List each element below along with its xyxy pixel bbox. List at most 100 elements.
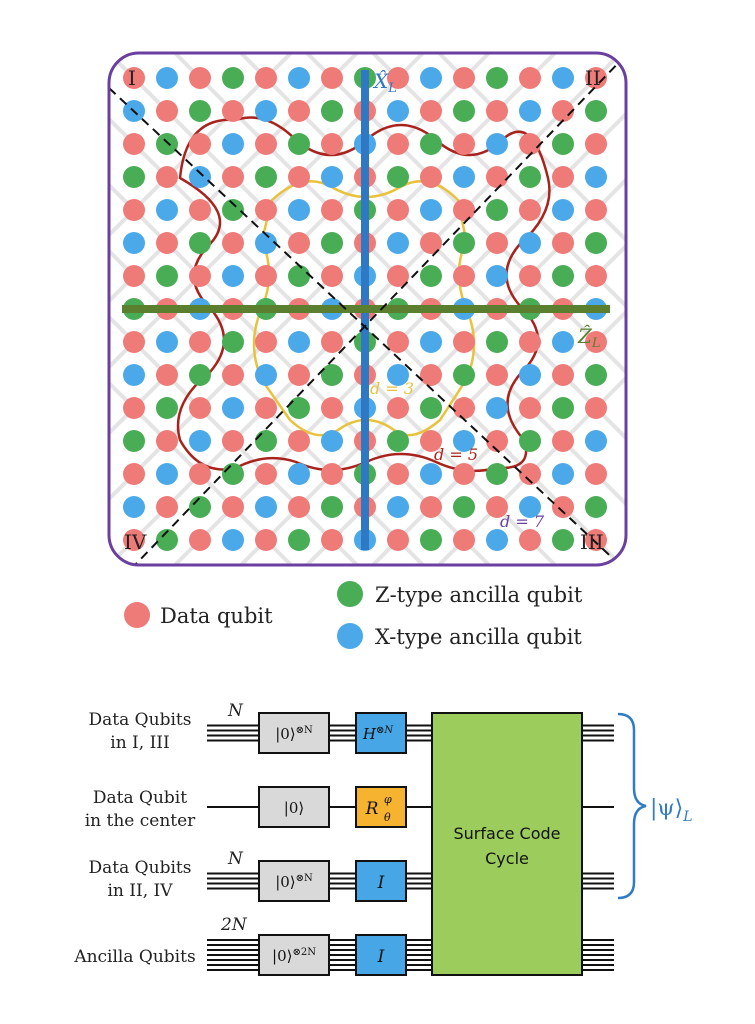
z-ancilla-qubit bbox=[519, 430, 541, 452]
data-qubit bbox=[552, 100, 574, 122]
data-qubit bbox=[420, 430, 442, 452]
row4-init-label: |0⟩⊗2N bbox=[272, 947, 316, 965]
z-ancilla-qubit bbox=[486, 463, 508, 485]
data-qubit bbox=[189, 67, 211, 89]
data-qubit bbox=[585, 199, 607, 221]
z-ancilla-qubit bbox=[156, 529, 178, 551]
data-qubit bbox=[255, 67, 277, 89]
data-qubit bbox=[156, 232, 178, 254]
x-ancilla-qubit bbox=[321, 430, 343, 452]
data-qubit bbox=[123, 529, 145, 551]
x-ancilla-qubit bbox=[387, 496, 409, 518]
z-ancilla-qubit bbox=[288, 133, 310, 155]
data-qubit bbox=[420, 364, 442, 386]
legend-data-label: Data qubit bbox=[160, 604, 273, 628]
x-ancilla-qubit bbox=[156, 199, 178, 221]
z-ancilla-qubit bbox=[420, 397, 442, 419]
z-ancilla-qubit bbox=[288, 397, 310, 419]
data-qubit bbox=[321, 331, 343, 353]
x-ancilla-qubit bbox=[189, 430, 211, 452]
z-ancilla-qubit bbox=[420, 529, 442, 551]
x-ancilla-qubit bbox=[585, 166, 607, 188]
data-qubit bbox=[156, 496, 178, 518]
x-ancilla-qubit bbox=[420, 463, 442, 485]
data-qubit bbox=[519, 67, 541, 89]
data-qubit bbox=[552, 496, 574, 518]
data-qubit bbox=[486, 430, 508, 452]
data-qubit bbox=[189, 331, 211, 353]
z-ancilla-qubit bbox=[552, 265, 574, 287]
z-ancilla-qubit bbox=[387, 430, 409, 452]
z-ancilla-qubit bbox=[321, 364, 343, 386]
z-ancilla-qubit bbox=[486, 199, 508, 221]
z-ancilla-qubit bbox=[255, 430, 277, 452]
z-ancilla-qubit bbox=[519, 166, 541, 188]
data-qubit bbox=[519, 265, 541, 287]
data-qubit bbox=[387, 397, 409, 419]
z-ancilla-qubit bbox=[453, 232, 475, 254]
x-ancilla-qubit bbox=[387, 232, 409, 254]
row3-identity-gate bbox=[355, 860, 407, 902]
row4-gate-label: I bbox=[377, 947, 385, 967]
x-ancilla-qubit bbox=[222, 397, 244, 419]
data-qubit bbox=[288, 100, 310, 122]
z-ancilla-qubit bbox=[585, 232, 607, 254]
data-qubit bbox=[255, 199, 277, 221]
z-ancilla-qubit bbox=[156, 397, 178, 419]
z-ancilla-qubit bbox=[453, 100, 475, 122]
x-ancilla-qubit bbox=[255, 364, 277, 386]
data-qubit bbox=[585, 397, 607, 419]
data-qubit bbox=[420, 166, 442, 188]
z-ancilla-qubit bbox=[288, 265, 310, 287]
data-qubit bbox=[288, 364, 310, 386]
cycle-label-line1: Surface Code bbox=[454, 824, 561, 843]
x-ancilla-qubit bbox=[552, 199, 574, 221]
x-ancilla-qubit bbox=[420, 67, 442, 89]
lattice-frame bbox=[107, 51, 628, 567]
data-qubit bbox=[123, 331, 145, 353]
data-qubit bbox=[519, 331, 541, 353]
x-ancilla-qubit bbox=[420, 199, 442, 221]
row2-label-line2: in the center bbox=[85, 811, 196, 831]
data-qubit bbox=[552, 430, 574, 452]
data-qubit bbox=[123, 67, 145, 89]
data-qubit bbox=[321, 199, 343, 221]
distance-5-label: d = 5 bbox=[434, 445, 478, 464]
z-ancilla-qubit bbox=[222, 331, 244, 353]
data-qubit bbox=[321, 463, 343, 485]
row4-init-box bbox=[258, 934, 330, 976]
x-ancilla-qubit bbox=[288, 67, 310, 89]
x-ancilla-qubit bbox=[321, 166, 343, 188]
data-qubit bbox=[519, 463, 541, 485]
data-qubit bbox=[486, 364, 508, 386]
data-qubit bbox=[288, 430, 310, 452]
row4-identity-gate bbox=[355, 934, 407, 976]
z-ancilla-qubit bbox=[222, 67, 244, 89]
x-ancilla-qubit bbox=[288, 199, 310, 221]
z-ancilla-qubit bbox=[585, 496, 607, 518]
data-qubit bbox=[387, 133, 409, 155]
row2-rotation-gate bbox=[355, 786, 407, 828]
z-ancilla-qubit bbox=[222, 199, 244, 221]
z-ancilla-qubit bbox=[288, 529, 310, 551]
data-qubit bbox=[552, 166, 574, 188]
data-qubit bbox=[189, 199, 211, 221]
x-ancilla-qubit bbox=[387, 364, 409, 386]
z-ancilla-qubit bbox=[420, 133, 442, 155]
z-ancilla-qubit bbox=[552, 529, 574, 551]
x-ancilla-qubit bbox=[123, 232, 145, 254]
x-ancilla-qubit bbox=[156, 463, 178, 485]
data-qubit bbox=[255, 133, 277, 155]
data-qubit bbox=[453, 331, 475, 353]
data-qubit bbox=[486, 100, 508, 122]
x-ancilla-qubit bbox=[123, 364, 145, 386]
data-qubit bbox=[585, 67, 607, 89]
data-qubit bbox=[123, 463, 145, 485]
legend-z-marker bbox=[337, 581, 363, 607]
data-qubit bbox=[486, 166, 508, 188]
distance-7-label: d = 7 bbox=[500, 512, 545, 531]
x-ancilla-qubit bbox=[255, 100, 277, 122]
z-ancilla-qubit bbox=[321, 496, 343, 518]
circuit-wires bbox=[207, 724, 614, 971]
data-qubit bbox=[288, 166, 310, 188]
